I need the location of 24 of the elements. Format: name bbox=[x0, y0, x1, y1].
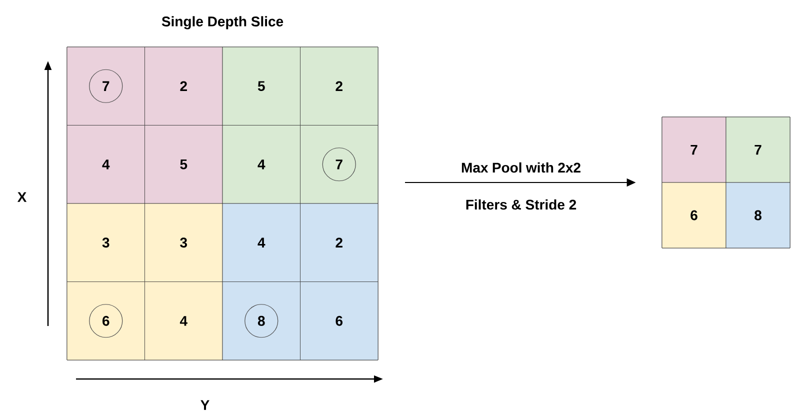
grid-cell: 2 bbox=[300, 203, 378, 282]
grid-cell: 5 bbox=[222, 46, 300, 126]
grid-cell: 7 bbox=[300, 125, 378, 204]
grid-cell: 6 bbox=[66, 282, 145, 360]
grid-cell: 6 bbox=[300, 282, 378, 360]
grid-cell: 3 bbox=[66, 203, 145, 282]
grid-cell: 8 bbox=[222, 282, 300, 360]
grid-cell: 5 bbox=[144, 125, 223, 204]
grid-cell: 7 bbox=[66, 46, 145, 126]
grid-cell: 6 bbox=[662, 182, 726, 248]
edge-label: Max Pool with 2x2 Filters & Stride 2 bbox=[462, 162, 580, 210]
grid-cell: 4 bbox=[144, 282, 223, 360]
grid-cell: 2 bbox=[300, 46, 378, 126]
grid-cell: 3 bbox=[144, 203, 223, 282]
grid-cell: 8 bbox=[726, 182, 790, 248]
grid-cell: 7 bbox=[662, 116, 726, 183]
axis-label: Y bbox=[200, 400, 210, 410]
grid-cell: 7 bbox=[726, 116, 790, 183]
grid-cell: 4 bbox=[222, 203, 300, 282]
node-label: Single Depth Slice bbox=[162, 16, 284, 30]
grid-cell: 2 bbox=[144, 46, 223, 126]
grid-cell: 4 bbox=[66, 125, 145, 204]
grid-cell: 4 bbox=[222, 125, 300, 204]
axis-label: X bbox=[17, 192, 27, 202]
